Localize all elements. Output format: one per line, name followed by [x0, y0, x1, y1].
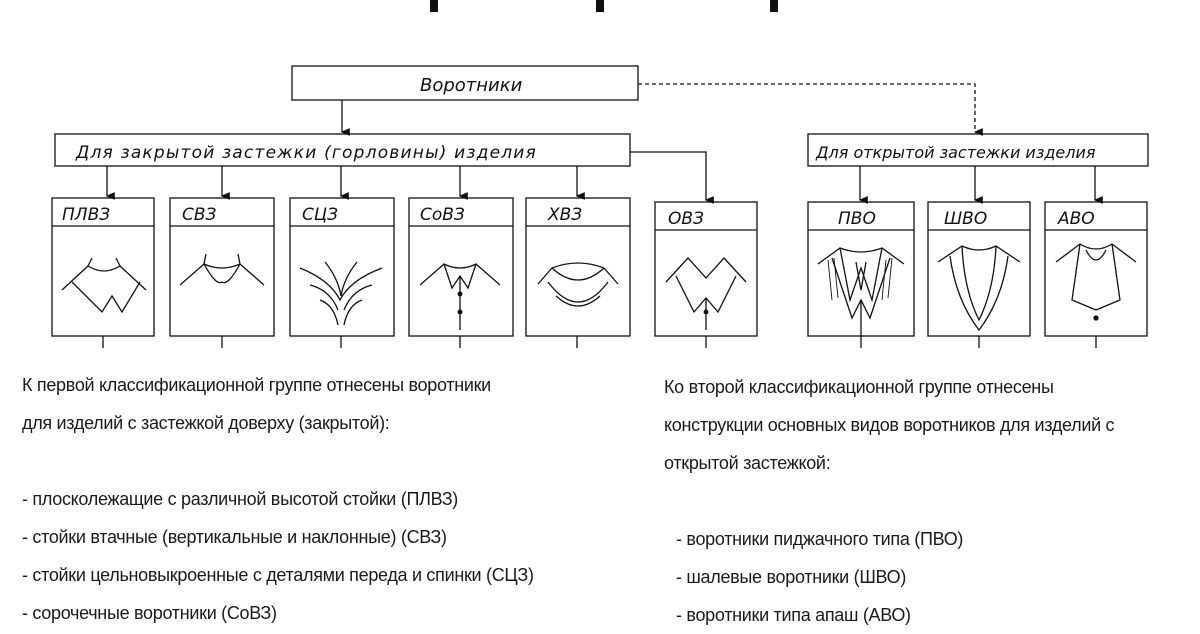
sketch-plvz: [61, 257, 147, 314]
spacer: [22, 442, 534, 480]
type-box-hvz: [525, 197, 631, 337]
type-box-scz: [289, 197, 395, 337]
root-box: [291, 65, 639, 101]
sketch-scz: [299, 261, 383, 326]
left-intro-line-1: К первой классификационной группе отнесе…: [22, 375, 491, 395]
collar-classification-diagram: Воротники Для закрытой застежки (горлови…: [51, 65, 1149, 348]
closed-group-label: Для закрытой застежки (горловины) издели…: [75, 143, 537, 163]
right-item: - воротники пиджачного типа (ПВО): [676, 529, 964, 549]
sketch-hvz: [537, 262, 619, 307]
sketch-ovz: [665, 257, 747, 330]
cropped-heading-strokes: [430, 0, 778, 12]
open-group-box: [807, 133, 1149, 167]
closed-group-box: [54, 133, 631, 167]
type-label-pvo: ПВО: [838, 209, 876, 229]
type-label-shvo: ШВО: [944, 209, 987, 229]
right-intro-line-1: Ко второй классификационной группе отнес…: [664, 377, 1054, 397]
type-label-scz: СЦЗ: [302, 205, 338, 225]
type-label-sovz: СоВЗ: [420, 205, 465, 225]
sketch-pvo: [817, 247, 905, 336]
root-label: Воротники: [420, 75, 523, 96]
type-label-svz: СВЗ: [182, 205, 217, 225]
right-intro-line-2: конструкции основных видов воротников дл…: [664, 415, 1115, 435]
type-box-sovz: [408, 197, 514, 337]
spacer: [664, 482, 1114, 520]
left-item: - сорочечные воротники (СоВЗ): [22, 603, 277, 623]
left-item: - стойки цельновыкроенные с деталями пер…: [22, 565, 534, 585]
type-label-avo: АВО: [1057, 209, 1095, 229]
left-item: - стойки втачные (вертикальные и наклонн…: [22, 527, 447, 547]
sketch-svz: [179, 253, 265, 286]
open-group-label: Для открытой застежки изделия: [815, 143, 1096, 162]
type-label-plvz: ПЛВЗ: [62, 205, 110, 225]
right-item: - воротники типа апаш (АВО): [676, 605, 911, 625]
left-description: К первой классификационной группе отнесе…: [22, 366, 534, 632]
left-intro-line-2: для изделий с застежкой доверху (закрыто…: [22, 413, 390, 433]
sketch-shvo: [937, 245, 1021, 332]
sketch-avo: [1055, 243, 1137, 321]
type-label-hvz: ХВЗ: [547, 205, 582, 225]
right-intro-line-3: открытой застежкой:: [664, 453, 831, 473]
sketch-sovz: [419, 263, 501, 330]
left-item: - плосколежащие с различной высотой стой…: [22, 489, 458, 509]
type-label-ovz: ОВЗ: [668, 209, 704, 229]
right-item: - шалевые воротники (ШВО): [676, 567, 907, 587]
right-description: Ко второй классификационной группе отнес…: [664, 368, 1115, 634]
